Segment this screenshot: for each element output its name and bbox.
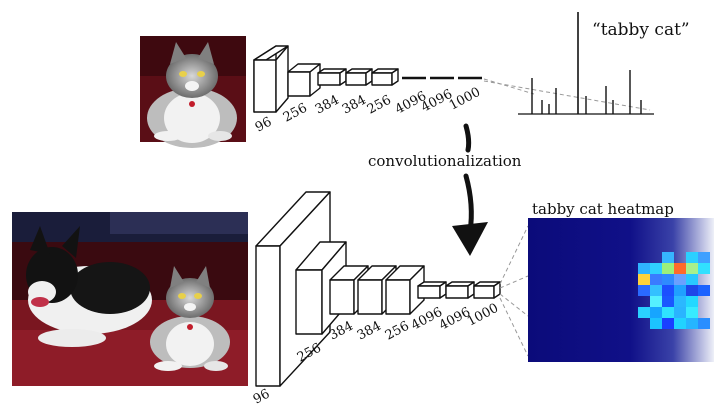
heatmap-cell <box>650 285 662 296</box>
top-network <box>253 45 482 113</box>
heatmap-cell <box>674 318 686 329</box>
heatmap-cell <box>638 285 650 296</box>
top-projection-lines <box>483 78 651 111</box>
heatmap-cell <box>662 296 674 307</box>
heatmap-cell <box>650 296 662 307</box>
top-label-1000: 1000 <box>447 85 483 114</box>
bottom-layer-block-4096-b <box>445 281 475 299</box>
top-label-256-b: 256 <box>365 93 394 118</box>
output-class-label: “tabby cat” <box>592 20 690 40</box>
top-layer-block-256-b <box>371 68 399 86</box>
top-layer-block-384-a <box>317 68 347 86</box>
heatmap-cell <box>674 274 686 285</box>
heatmap-cell <box>638 263 650 274</box>
heatmap-cell <box>686 252 698 263</box>
heatmap-cell <box>674 296 686 307</box>
bottom-network <box>255 191 501 387</box>
convolutionalization-arrow <box>452 123 488 256</box>
top-label-384-a: 384 <box>313 93 342 118</box>
dog-and-cat-photo <box>12 212 248 386</box>
heatmap-cell <box>638 274 650 285</box>
heatmap-title: tabby cat heatmap <box>532 200 674 218</box>
heatmap-cell <box>698 285 710 296</box>
heatmap-cells <box>638 252 710 329</box>
heatmap-cell <box>638 307 650 318</box>
bottom-label-384-b: 384 <box>355 319 384 344</box>
heatmap-cell <box>698 263 710 274</box>
bottom-label-1000: 1000 <box>465 301 501 330</box>
heatmap-cell <box>650 263 662 274</box>
bottom-layer-block-4096-a <box>417 281 447 299</box>
heatmap-cell <box>686 318 698 329</box>
heatmap-cell <box>662 263 674 274</box>
top-label-256: 256 <box>281 101 310 126</box>
heatmap-cell <box>662 274 674 285</box>
cat-photo <box>140 36 246 148</box>
heatmap-cell <box>650 318 662 329</box>
bottom-layer-block-1000 <box>473 281 501 299</box>
heatmap-cell <box>674 263 686 274</box>
heatmap-cell <box>662 307 674 318</box>
heatmap-cell <box>686 274 698 285</box>
top-layer-block-96 <box>253 45 289 113</box>
heatmap-cell <box>650 307 662 318</box>
bottom-label-256-b: 256 <box>383 319 412 344</box>
heatmap-cell <box>686 285 698 296</box>
heatmap-cell <box>662 252 674 263</box>
heatmap-cell <box>650 274 662 285</box>
heatmap-cell <box>674 307 686 318</box>
heatmap-cell <box>686 307 698 318</box>
convolutionalization-label: convolutionalization <box>368 152 522 170</box>
heatmap-cell <box>674 285 686 296</box>
bottom-layer-block-256-b <box>385 265 425 315</box>
top-layer-block-384-b <box>345 68 373 86</box>
heatmap-cell <box>698 252 710 263</box>
heatmap-cell <box>698 318 710 329</box>
top-layer-block-256 <box>287 63 321 97</box>
tabby-cat-heatmap <box>528 218 714 362</box>
bottom-projection-lines <box>499 225 529 357</box>
heatmap-cell <box>686 296 698 307</box>
heatmap-cell <box>686 263 698 274</box>
heatmap-cell <box>662 285 674 296</box>
class-score-bars <box>518 12 654 115</box>
bottom-label-96: 96 <box>251 387 273 405</box>
heatmap-cell <box>662 318 674 329</box>
top-label-96: 96 <box>253 115 275 136</box>
